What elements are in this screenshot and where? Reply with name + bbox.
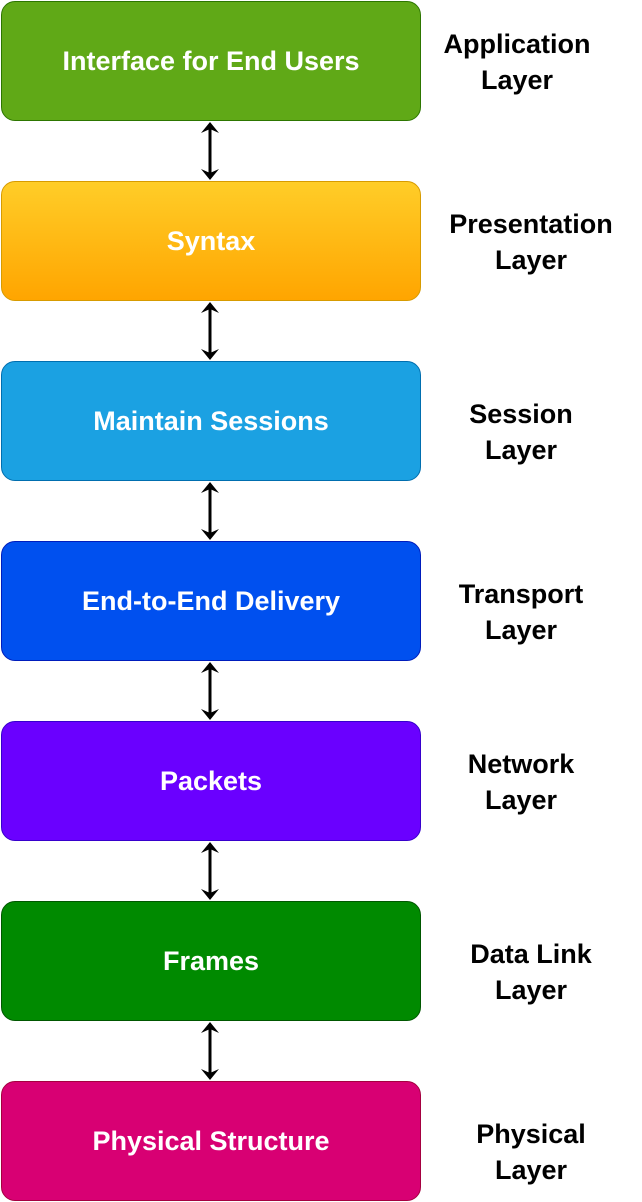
- physical-layer-box: Physical Structure: [1, 1081, 421, 1201]
- transport-layer-function: End-to-End Delivery: [81, 585, 341, 616]
- session-layer-box: Maintain Sessions: [1, 361, 421, 481]
- session-layer-label: Session Layer: [469, 399, 573, 465]
- data-link-layer-label: Data Link Layer: [470, 939, 592, 1005]
- transport-layer-box: End-to-End Delivery: [1, 541, 421, 661]
- application-layer-label: Application Layer: [443, 29, 591, 95]
- transport-layer-label: Transport Layer: [458, 579, 584, 645]
- double-arrow-icon: [201, 662, 219, 720]
- double-arrow-icon: [201, 842, 219, 900]
- double-arrow-icon: [201, 302, 219, 360]
- physical-layer-function: Physical Structure: [92, 1125, 330, 1156]
- presentation-layer-function: Syntax: [166, 225, 256, 256]
- network-layer-label: Network Layer: [467, 749, 575, 815]
- network-layer-function: Packets: [159, 765, 263, 796]
- network-layer-box: Packets: [1, 721, 421, 841]
- presentation-layer-box: Syntax: [1, 181, 421, 301]
- data-link-layer-function: Frames: [162, 945, 260, 976]
- session-layer-function: Maintain Sessions: [93, 405, 329, 436]
- physical-layer-label: Physical Layer: [476, 1119, 586, 1185]
- double-arrow-icon: [201, 482, 219, 540]
- application-layer-box: Interface for End Users: [1, 1, 421, 121]
- application-layer-function: Interface for End Users: [62, 45, 360, 76]
- data-link-layer-box: Frames: [1, 901, 421, 1021]
- double-arrow-icon: [201, 1022, 219, 1080]
- presentation-layer-label: Presentation Layer: [449, 209, 613, 275]
- double-arrow-icon: [201, 122, 219, 180]
